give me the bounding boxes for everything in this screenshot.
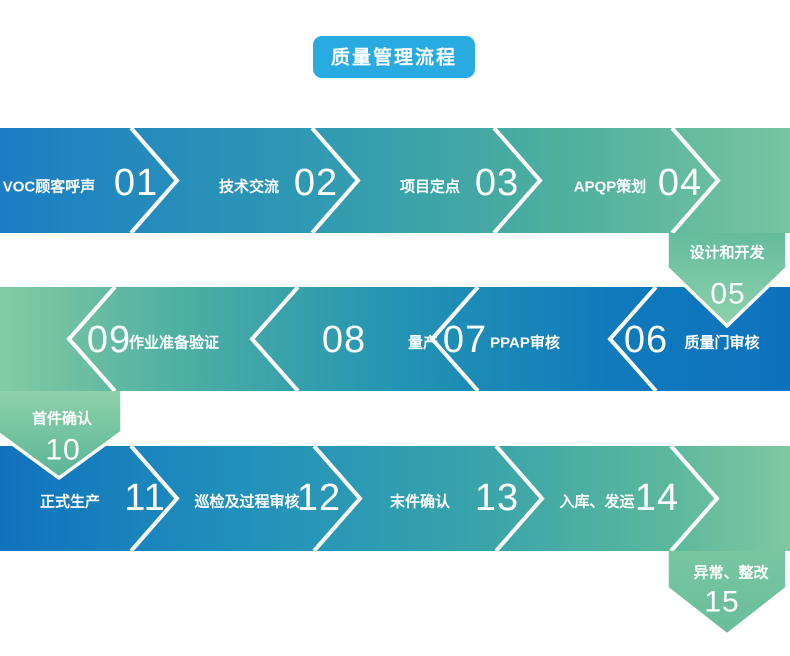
chevron-right-icon <box>129 444 180 553</box>
step-01-label: VOC顾客呼声 <box>3 178 96 196</box>
step-08-number: 08 <box>322 319 366 361</box>
chevron-right-icon <box>129 126 180 235</box>
step-03-number: 03 <box>475 162 519 204</box>
connector-down-arrow-15 <box>665 551 789 637</box>
step-14-label: 入库、发运 <box>559 493 634 511</box>
chevron-left-icon <box>249 285 300 393</box>
step-12-number: 12 <box>297 477 341 519</box>
flow-band-row-3 <box>0 446 790 551</box>
step-08-label: 量产 <box>408 334 438 352</box>
step-06-label: 质量门审核 <box>684 334 759 352</box>
step-10-label: 首件确认 <box>32 410 93 428</box>
chevron-right-icon <box>310 126 361 235</box>
step-09-number: 09 <box>87 319 131 361</box>
step-04-label: APQP策划 <box>574 178 647 196</box>
step-13-label: 末件确认 <box>390 493 451 511</box>
step-14-number: 14 <box>635 477 679 519</box>
step-15-label: 异常、整改 <box>693 564 769 582</box>
step-13-number: 13 <box>475 477 519 519</box>
flow-band-row-1 <box>0 128 790 233</box>
step-12-label: 巡检及过程审核 <box>194 493 299 511</box>
chevron-right-icon <box>494 444 545 553</box>
step-02-number: 02 <box>294 162 338 204</box>
step-04-number: 04 <box>658 162 702 204</box>
connector-down-arrow-10 <box>0 391 124 480</box>
chevron-right-icon <box>312 444 363 553</box>
connector-down-arrow-05 <box>665 233 789 328</box>
title-badge <box>313 36 475 78</box>
step-03-label: 项目定点 <box>400 178 460 196</box>
chevron-right-icon <box>669 444 720 553</box>
step-11-label: 正式生产 <box>40 493 100 511</box>
step-06-number: 06 <box>624 319 668 361</box>
step-02-label: 技术交流 <box>219 178 279 196</box>
chevron-left-icon <box>429 285 480 393</box>
chevron-left-icon <box>607 285 658 393</box>
step-11-number: 11 <box>124 477 165 519</box>
step-15-number: 15 <box>704 586 739 619</box>
chevron-right-icon <box>492 126 543 235</box>
step-10-number: 10 <box>45 434 80 467</box>
chevron-left-icon <box>66 285 117 393</box>
step-07-label: PPAP审核 <box>490 334 560 352</box>
step-09-label: 作业准备验证 <box>129 334 219 352</box>
chevron-right-icon <box>670 126 721 235</box>
step-01-number: 01 <box>114 162 158 204</box>
flow-band-row-2 <box>0 287 790 391</box>
step-05-label: 设计和开发 <box>689 244 765 262</box>
page-title: 质量管理流程 <box>331 46 457 69</box>
step-07-number: 07 <box>443 319 487 361</box>
step-05-number: 05 <box>710 278 745 311</box>
